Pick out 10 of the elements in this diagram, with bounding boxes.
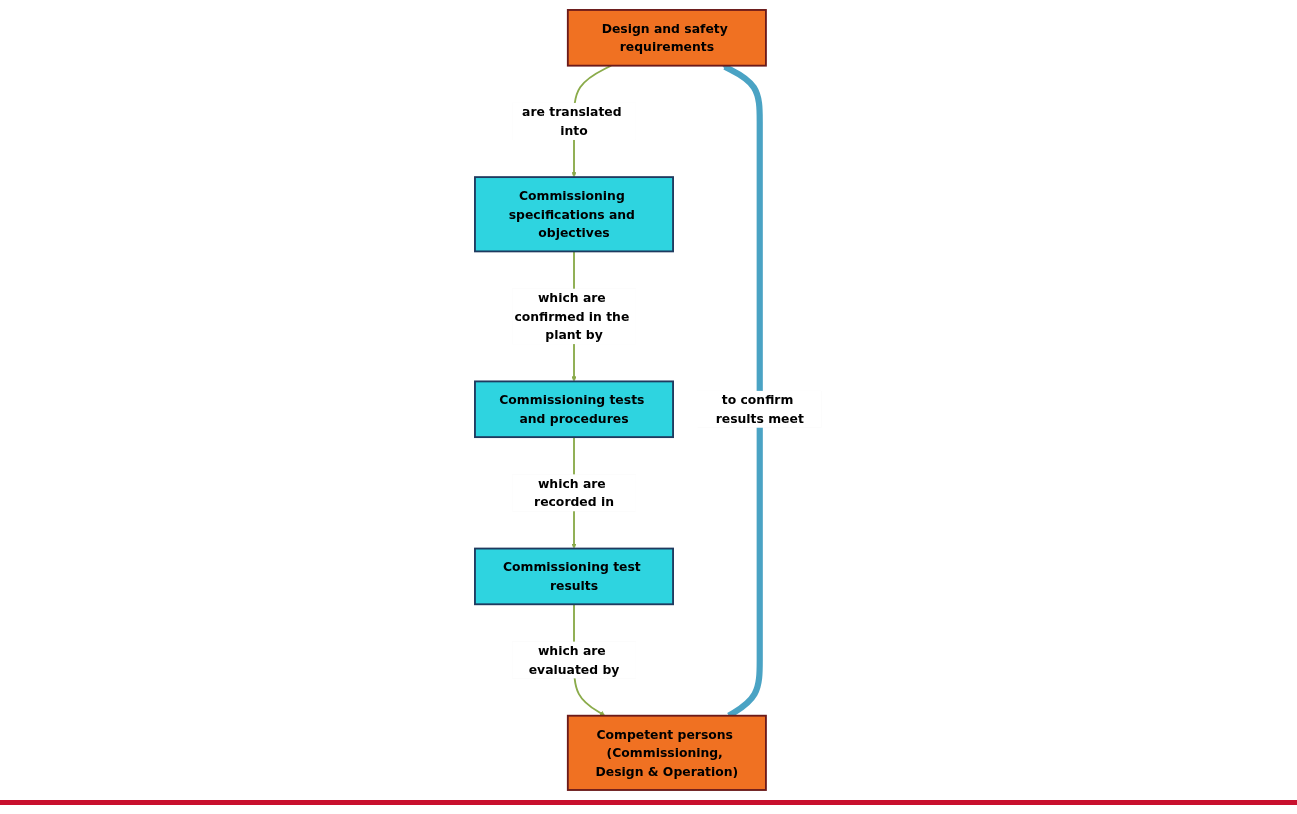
edge-label: which are evaluated by [528,643,620,677]
node-box: Commissioning test results [474,547,675,606]
node-box: Commissioning tests and procedures [474,380,675,439]
node-box: Commissioning specifications and objectives [474,176,675,253]
node-box: Competent persons (Commissioning, Design & Operation) [567,714,768,791]
edge-label: which are confirmed in the plant by [514,290,630,343]
edge-label: to confirm results meet [715,392,805,426]
edge-label: are translated into [522,104,622,139]
edge-label: which are recorded in [534,476,615,510]
node-box: Design and safety requirements [567,9,768,67]
